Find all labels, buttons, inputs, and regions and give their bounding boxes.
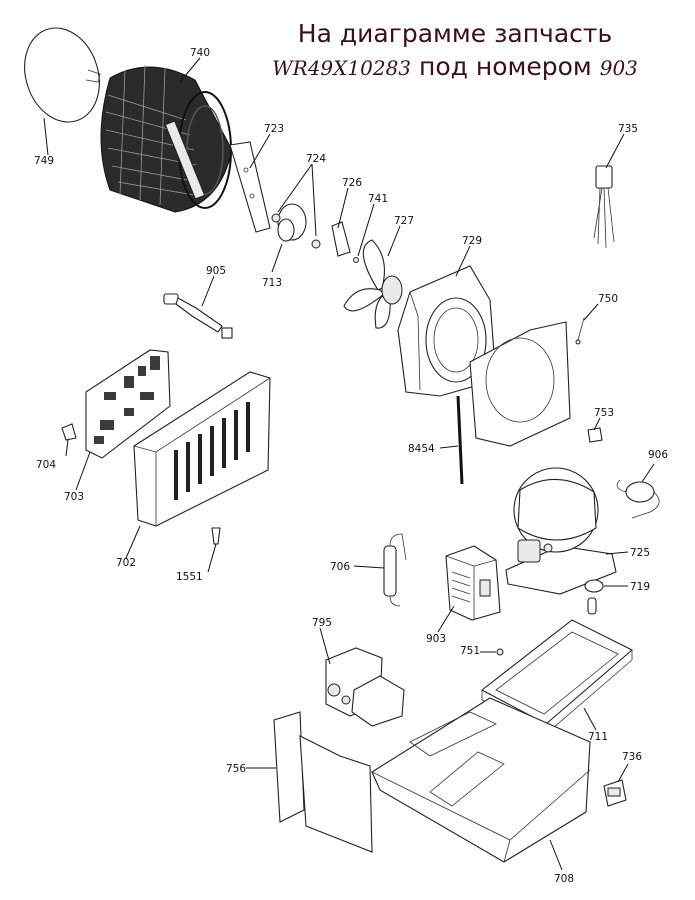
part-706-drier xyxy=(383,533,407,607)
part-750-screw xyxy=(575,317,585,345)
part-mounting-plate xyxy=(469,321,571,447)
part-735-power-connector xyxy=(593,165,615,249)
callout-702: 702 xyxy=(116,557,136,569)
caption-middle-text: под номером xyxy=(418,52,592,81)
callout-708: 708 xyxy=(554,873,574,885)
part-740-condenser-coil xyxy=(100,64,233,213)
callout-727: 727 xyxy=(394,215,414,227)
part-723-bracket xyxy=(229,141,271,233)
callout-703: 703 xyxy=(64,491,84,503)
callout-723: 723 xyxy=(264,123,284,135)
callout-704: 704 xyxy=(36,459,56,471)
callout-724: 724 xyxy=(306,153,326,165)
callout-740: 740 xyxy=(190,47,210,59)
part-727-fan-blade xyxy=(343,239,403,329)
caption-line-1: На диаграмме запчасть xyxy=(297,19,613,48)
callout-749: 749 xyxy=(34,155,54,167)
part-753-clip xyxy=(587,427,603,443)
callout-8454: 8454 xyxy=(408,443,435,455)
part-736-switch xyxy=(603,779,627,807)
callout-741: 741 xyxy=(368,193,388,205)
part-1551-screw xyxy=(211,527,221,545)
part-702-board-cover xyxy=(133,371,271,527)
callout-725: 725 xyxy=(630,547,650,559)
callout-726: 726 xyxy=(342,177,362,189)
part-number: WR49X10283 xyxy=(272,56,412,80)
callout-905: 905 xyxy=(206,265,226,277)
callout-906: 906 xyxy=(648,449,668,461)
callout-711: 711 xyxy=(588,731,608,743)
callout-795: 795 xyxy=(312,617,332,629)
callout-735: 735 xyxy=(618,123,638,135)
position-number: 903 xyxy=(599,56,638,80)
part-749-shroud xyxy=(24,27,101,123)
callout-713: 713 xyxy=(262,277,282,289)
part-906-capacitor xyxy=(616,479,660,519)
callout-719: 719 xyxy=(630,581,650,593)
callout-753: 753 xyxy=(594,407,614,419)
part-713-fan-motor xyxy=(271,203,321,249)
part-708-base-tray xyxy=(371,697,591,863)
callout-leader-lines xyxy=(43,57,655,871)
callout-1551: 1551 xyxy=(176,571,203,583)
callout-751: 751 xyxy=(460,645,480,657)
callout-labels: 740 749 723 724 726 741 727 713 735 729 … xyxy=(34,47,668,885)
part-725-compressor xyxy=(505,467,617,595)
callout-706: 706 xyxy=(330,561,350,573)
caption: На диаграмме запчасть WR49X10283 под ном… xyxy=(240,18,670,85)
part-795-valve-assembly xyxy=(325,647,405,727)
part-905-sensor xyxy=(163,293,233,339)
part-8454-gasket-strip xyxy=(456,395,464,485)
part-703-control-board xyxy=(85,349,171,459)
part-903-relay-box xyxy=(445,545,501,621)
caption-line-2: WR49X10283 под номером 903 xyxy=(240,50,670,85)
callout-729: 729 xyxy=(462,235,482,247)
callout-736: 736 xyxy=(622,751,642,763)
callout-756: 756 xyxy=(226,763,246,775)
part-719-grommet xyxy=(584,579,604,615)
part-704-clip xyxy=(61,423,77,441)
part-726-clip xyxy=(331,221,359,263)
part-751-screw xyxy=(496,648,504,656)
part-756-side-panel xyxy=(273,711,373,853)
callout-750: 750 xyxy=(598,293,618,305)
callout-903: 903 xyxy=(426,633,446,645)
